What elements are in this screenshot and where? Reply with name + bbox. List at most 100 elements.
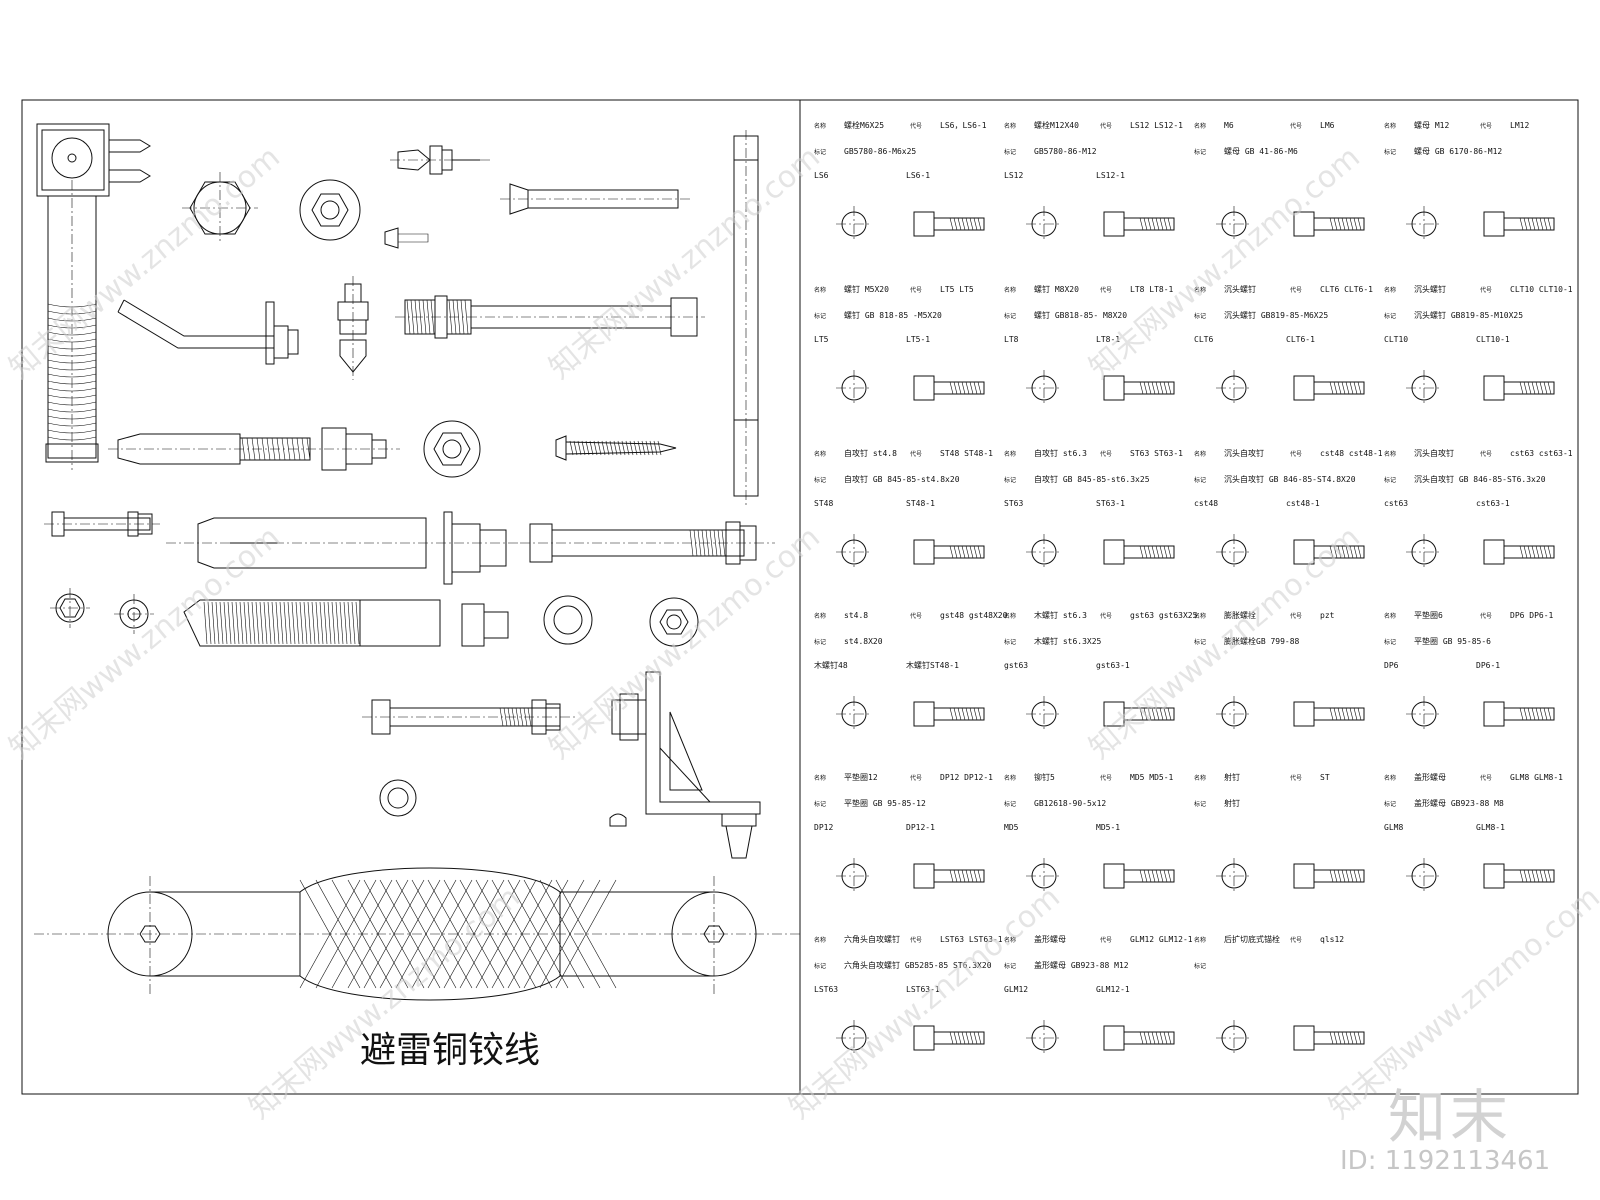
fastener-code: DP12 DP12-1 <box>940 773 993 782</box>
caption-copper-braided-wire: 避雷铜铰线 <box>360 1030 540 1071</box>
fastener-name: 平垫圈12 <box>844 772 878 782</box>
fastener-name: 膨胀螺栓 <box>1224 610 1256 620</box>
fastener-name: 螺钉 M5X20 <box>844 284 889 294</box>
fastener-name-label: 名称 <box>1004 774 1016 782</box>
fastener-standard: 沉头螺钉 GB819-85-M10X25 <box>1414 310 1523 320</box>
fastener-name: 自攻钉 st6.3 <box>1034 448 1087 458</box>
fastener-standard: GB5780-86-M6x25 <box>844 147 916 156</box>
small-screw <box>384 227 429 249</box>
fastener-code: ST <box>1320 773 1330 782</box>
fastener-code: qls12 <box>1320 935 1344 944</box>
fastener-standard: 螺钉 GB 818-85 -M5X20 <box>844 310 942 320</box>
fastener-name: 平垫圈6 <box>1414 610 1443 620</box>
fastener-standard-label: 标记 <box>814 476 826 484</box>
fastener-name-label: 名称 <box>1194 122 1206 130</box>
part-view-label: MD5 <box>1004 823 1019 832</box>
fastener-standard-label: 标记 <box>1004 312 1016 320</box>
fastener-name-label: 名称 <box>1384 122 1396 130</box>
fastener-code-label: 代号 <box>910 286 922 294</box>
fastener-standard-label: 标记 <box>1004 148 1016 156</box>
fastener-standard: 沉头自攻钉 GB 846-85-ST4.8X20 <box>1224 474 1356 484</box>
fastener-name: 六角头自攻螺钉 <box>844 934 900 944</box>
fastener-standard-label: 标记 <box>1384 312 1396 320</box>
fastener-name-label: 名称 <box>1384 450 1396 458</box>
fastener-code-label: 代号 <box>1480 122 1492 130</box>
part-view-label: cst63 <box>1384 499 1408 508</box>
fastener-code: DP6 DP6-1 <box>1510 611 1554 620</box>
fastener-standard-label: 标记 <box>1384 800 1396 808</box>
fastener-code-label: 代号 <box>910 450 922 458</box>
double-nut-bolt <box>520 521 775 565</box>
part-view-label: CLT6 <box>1194 335 1213 344</box>
fastener-code-label: 代号 <box>1290 122 1302 130</box>
fastener-code-label: 代号 <box>1290 450 1302 458</box>
fastener-code-label: 代号 <box>1290 936 1302 944</box>
fastener-standard: 沉头自攻钉 GB 846-85-ST6.3x20 <box>1414 474 1546 484</box>
part-view-label: ST63-1 <box>1096 499 1125 508</box>
bent-anchor-bolt <box>117 299 299 365</box>
part-view-label: CLT10 <box>1384 335 1408 344</box>
part-view-label: DP12-1 <box>906 823 935 832</box>
fastener-standard-label: 标记 <box>814 800 826 808</box>
part-view-label: ST48-1 <box>906 499 935 508</box>
part-view-label: ST63 <box>1004 499 1023 508</box>
fastener-standard: 自攻钉 GB 845-85-st6.3x25 <box>1034 474 1150 484</box>
threaded-sleeve-anchor <box>183 599 509 647</box>
part-view-label: 木螺钉48 <box>814 660 848 670</box>
fastener-name-label: 名称 <box>1004 612 1016 620</box>
countersunk-bolt <box>500 183 690 215</box>
fastener-name: 沉头自攻钉 <box>1224 448 1264 458</box>
fastener-standard-label: 标记 <box>814 312 826 320</box>
fastener-standard: 沉头螺钉 GB819-85-M6X25 <box>1224 310 1328 320</box>
fastener-code: LM6 <box>1320 121 1335 130</box>
part-view-label: cst48-1 <box>1286 499 1320 508</box>
fastener-standard: st4.8X20 <box>844 637 883 646</box>
fastener-name: 铆钉5 <box>1034 772 1055 782</box>
fastener-standard: 螺钉 GB818-85- M8X20 <box>1034 310 1127 320</box>
fastener-name: M6 <box>1224 121 1234 130</box>
fastener-standard-label: 标记 <box>1194 962 1206 970</box>
corrugated-conduit-clamp <box>36 123 151 470</box>
fastener-code-label: 代号 <box>910 774 922 782</box>
fastener-standard-label: 标记 <box>1004 638 1016 646</box>
fastener-name: 沉头自攻钉 <box>1414 448 1454 458</box>
fastener-code: pzt <box>1320 611 1335 620</box>
hex-bolt-head-view <box>182 172 258 244</box>
fastener-code: ST63 ST63-1 <box>1130 449 1183 458</box>
watermark-text: 知末网www.znzmo.com <box>3 520 287 766</box>
fastener-name: st4.8 <box>844 611 868 620</box>
part-view-label: ST48 <box>814 499 833 508</box>
watermark-text: 知末网www.znzmo.com <box>543 140 827 386</box>
fastener-standard: 射钉 <box>1224 798 1240 808</box>
right-panel-frame <box>799 99 1579 1095</box>
washer-views <box>543 595 699 647</box>
nut-views-small <box>50 588 154 634</box>
copper-braided-wire <box>34 867 800 1001</box>
part-view-label: LT8 <box>1004 335 1019 344</box>
fastener-code: CLT6 CLT6-1 <box>1320 285 1373 294</box>
fastener-standard-label: 标记 <box>1194 476 1206 484</box>
watermark-text: 知末网www.znzmo.com <box>1083 520 1367 766</box>
fastener-name-label: 名称 <box>1384 286 1396 294</box>
fastener-name-label: 名称 <box>1194 774 1206 782</box>
fastener-name-label: 名称 <box>814 612 826 620</box>
hex-nut-view <box>423 420 481 478</box>
fastener-name-label: 名称 <box>814 286 826 294</box>
fastener-code-label: 代号 <box>1100 612 1112 620</box>
fastener-name-label: 名称 <box>814 774 826 782</box>
fastener-standard-label: 标记 <box>814 148 826 156</box>
